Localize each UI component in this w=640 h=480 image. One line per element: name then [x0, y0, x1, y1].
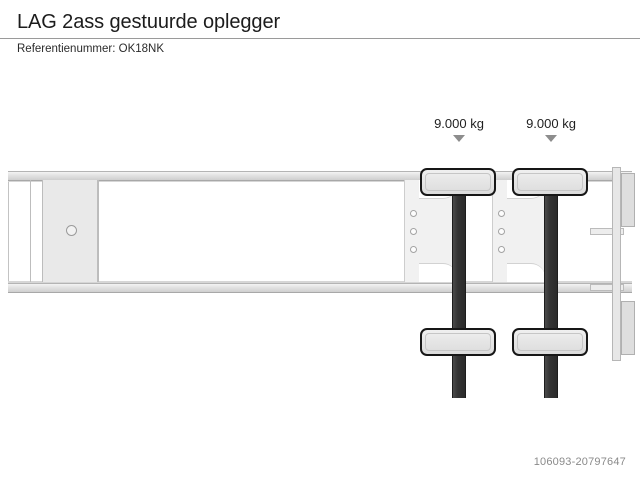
axle-1-weight-label: 9.000 kg: [434, 116, 484, 131]
deck-inner-rail-top: [8, 180, 632, 182]
wheel-inner-outline: [425, 333, 491, 351]
axle-1-wheel-right: [420, 328, 496, 356]
triangle-down-icon: [545, 135, 557, 142]
bolt-hole-icon: [498, 210, 505, 217]
bolt-hole-group: [498, 210, 508, 253]
axle-2-weight-label: 9.000 kg: [526, 116, 576, 131]
rear-post: [612, 167, 621, 361]
triangle-down-icon: [453, 135, 465, 142]
deck-inner-rail-bottom: [8, 281, 632, 283]
rear-light-bracket: [621, 173, 635, 227]
axle-2-wheel-left: [512, 168, 588, 196]
trailer-illustration: [0, 62, 640, 480]
axle-1-weight-callout: 9.000 kg: [404, 116, 514, 142]
axle-2-weight-callout: 9.000 kg: [496, 116, 606, 142]
rear-crossbar: [590, 284, 624, 291]
axle-1-wheel-left: [420, 168, 496, 196]
axle-2-shaft: [544, 168, 558, 398]
header-divider: [0, 38, 640, 39]
watermark-id: 106093-20797647: [533, 456, 626, 468]
front-divider: [30, 180, 31, 282]
rear-light-bracket: [621, 301, 635, 355]
bolt-hole-icon: [410, 228, 417, 235]
rear-assembly: [590, 167, 640, 367]
bolt-hole-icon: [410, 246, 417, 253]
wheel-inner-outline: [425, 173, 491, 191]
bolt-hole-icon: [498, 228, 505, 235]
chassis-rail-bottom: [8, 283, 632, 293]
rear-crossbar: [590, 228, 624, 235]
bolt-hole-icon: [498, 246, 505, 253]
wheel-inner-outline: [517, 173, 583, 191]
kingpin-plate: [42, 180, 99, 282]
page-title: LAG 2ass gestuurde oplegger: [17, 11, 281, 33]
page-header: LAG 2ass gestuurde oplegger Referentienu…: [0, 0, 640, 62]
front-divider: [97, 180, 98, 282]
chassis-rail-top: [8, 171, 632, 181]
bolt-hole-icon: [410, 210, 417, 217]
bolt-hole-group: [410, 210, 420, 253]
wheel-inner-outline: [517, 333, 583, 351]
kingpin-circle-icon: [66, 225, 77, 236]
axle-2-wheel-right: [512, 328, 588, 356]
trailer-diagram: 9.000 kg 9.000 kg: [0, 62, 640, 480]
front-block: [8, 180, 108, 282]
reference-number: Referentienummer: OK18NK: [17, 43, 165, 55]
axle-1-shaft: [452, 168, 466, 398]
